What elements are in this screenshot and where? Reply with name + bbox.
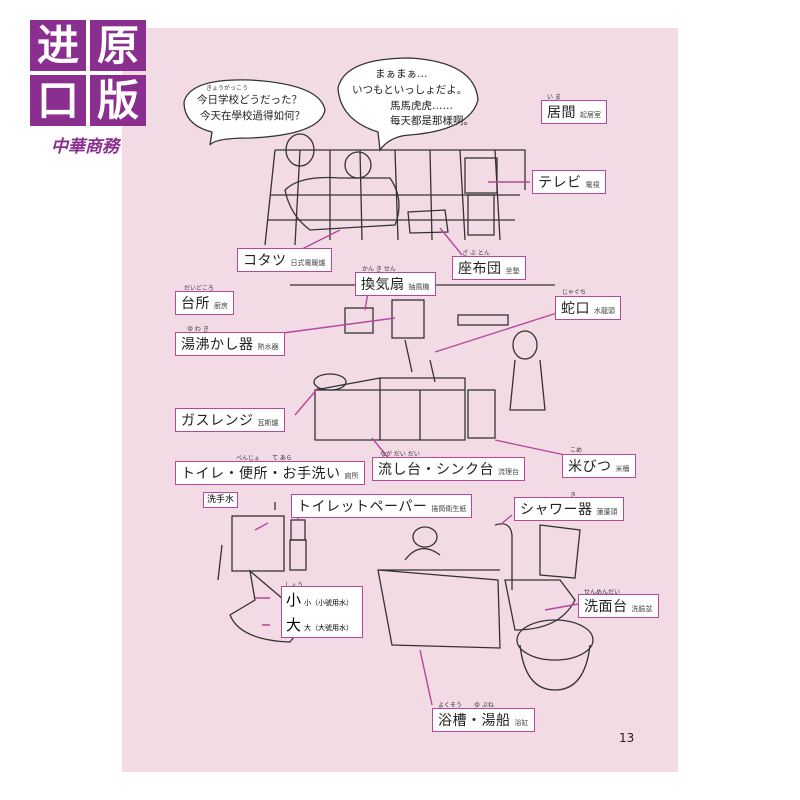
label-nagashidai-jp: 流し台・シンク台 [378,462,494,478]
badge-tile: 进 [30,20,86,71]
label-jaguchi: 蛇口水龍頭 [555,296,621,320]
badge-tile: 口 [30,75,86,126]
nagashidai-ruby: なが だい だい [380,451,420,458]
label-shawaaki: シャワー器蓮蓬頭 [514,497,624,521]
label-kotatsu-jp: コタツ [243,253,287,269]
badge-tile: 原 [90,20,146,71]
label-toiletpaper-jp: トイレットペーパー [297,499,428,515]
zabuton-ruby: ざ ぶ とん [462,250,490,257]
label-toire-jp: トイレ・便所・お手洗い [181,466,341,482]
label-yuwakashiki-zh: 熱水器 [257,343,279,351]
label-yokusou: 浴槽・湯船浴缸 [432,708,535,732]
bubble-left-jp: 今日学校どうだった？ [197,94,302,106]
label-kotatsu: コタツ日式電暖爐 [237,248,332,272]
toire-ruby: べんじょ て あら [236,455,292,462]
label-shawaaki-zh: 蓮蓬頭 [596,508,618,516]
label-senmendai-jp: 洗面台 [584,599,628,615]
label-ima-jp: 居間 [547,105,576,121]
shou-ruby: しょう [285,580,303,589]
yokusou-ruby: よくそう ゆ ぶね [438,702,494,709]
label-komebitsu-zh: 米桶 [615,465,630,473]
label-terebi-zh: 電視 [585,181,600,189]
komebitsu-ruby: こめ [570,447,583,454]
publisher-badge: 进 原 口 版 [18,14,154,134]
page-number: 13 [619,731,635,745]
label-toiletpaper: トイレットペーパー捲筒衛生紙 [291,494,473,518]
label-toiletpaper-zh: 捲筒衛生紙 [431,505,467,513]
shawaaki-ruby: き [570,492,577,499]
label-terebi: テレビ電視 [532,170,606,194]
bubble-right-jp1: まぁまぁ… [375,68,428,80]
bubble-left-zh: 今天在學校過得如何？ [200,110,305,122]
label-terebi-jp: テレビ [538,175,582,191]
label-gasurenji-zh: 瓦斯爐 [257,419,279,427]
label-zabuton-jp: 座布団 [458,261,502,277]
label-dai-jp: 大 [286,616,302,634]
label-yuwakashiki: 湯沸かし器熱水器 [175,332,285,356]
label-ima: 居間起居室 [541,100,607,124]
label-yokusou-zh: 浴缸 [514,719,529,727]
kankisen-ruby: かん き せん [362,266,396,273]
label-daidokoro-jp: 台所 [181,296,210,312]
book-page [122,28,678,772]
bubble-right-zh2: 每天都是那樣啊。 [390,115,474,127]
label-nagashidai-zh: 流理台 [498,468,519,476]
label-dai-zh: 大（大號用水） [304,624,354,632]
label-daidokoro-zh: 廚房 [214,302,228,310]
label-shou-jp: 小 [286,591,302,609]
label-shou-zh: 小（小號用水） [304,599,354,607]
label-tearai: 洗手水 [203,492,239,508]
label-gasurenji-jp: ガスレンジ [181,413,254,429]
daidokoro-ruby: だいどころ [184,285,214,292]
publisher-name: 中華商務 [51,137,119,157]
label-kotatsu-zh: 日式電暖爐 [290,259,326,267]
label-jaguchi-zh: 水龍頭 [594,307,615,315]
bubble-right-zh1: 馬馬虎虎…… [390,100,453,112]
label-zabuton: 座布団坐墊 [452,256,526,280]
label-gasurenji: ガスレンジ瓦斯爐 [175,408,285,432]
label-shou-dai: 小小（小號用水） 大大（大號用水） [281,586,363,638]
ima-ruby: い ま [547,94,561,101]
label-shawaaki-jp: シャワー器 [520,502,593,518]
label-komebitsu: 米びつ米桶 [562,454,636,478]
label-komebitsu-jp: 米びつ [568,459,612,475]
label-yokusou-jp: 浴槽・湯船 [438,713,511,729]
bubble-right-jp2: いつもといっしょだよ。 [352,84,468,96]
label-zabuton-zh: 坐墊 [505,267,520,275]
label-ima-zh: 起居室 [580,111,601,119]
label-daidokoro: 台所廚房 [175,291,234,315]
label-jaguchi-jp: 蛇口 [561,301,590,317]
badge-tile: 版 [90,75,146,126]
label-nagashidai: 流し台・シンク台流理台 [372,457,525,481]
bubble-left-ruby: きょうがっこう [206,85,249,92]
label-toire-zh: 廁所 [344,472,359,480]
label-kankisen-zh: 抽風機 [408,283,430,291]
jaguchi-ruby: じゃぐち [562,289,587,296]
label-kankisen-jp: 換気扇 [361,277,405,293]
label-kankisen: 換気扇抽風機 [355,272,436,296]
label-yuwakashiki-jp: 湯沸かし器 [181,337,254,353]
label-senmendai-zh: 洗臉盆 [631,605,653,613]
label-senmendai: 洗面台洗臉盆 [578,594,659,618]
yuwakashiki-ruby: ゆ わ き [187,326,209,333]
senmendai-ruby: せんめんだい [584,589,621,596]
label-toire: トイレ・便所・お手洗い廁所 [175,461,365,485]
